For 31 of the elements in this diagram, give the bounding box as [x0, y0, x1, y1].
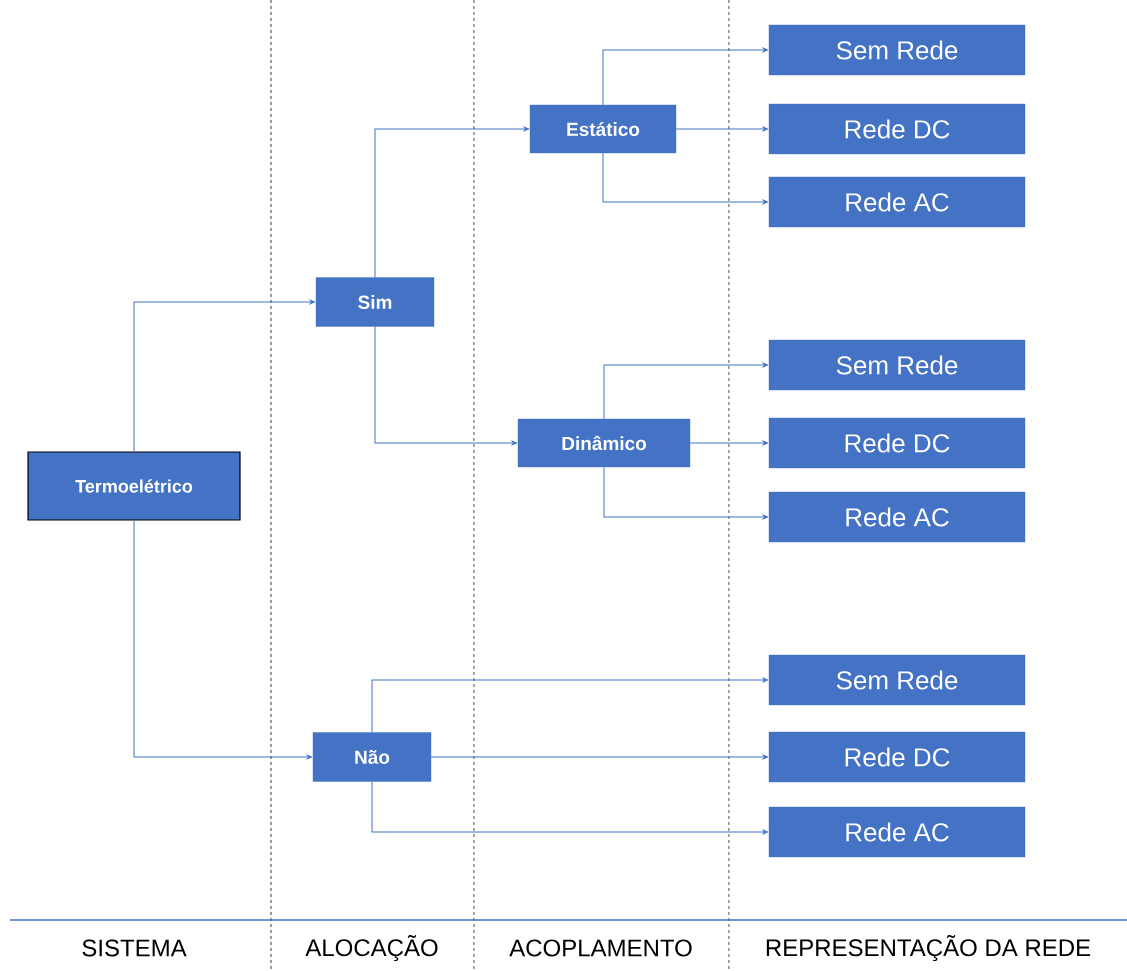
arrow	[374, 326, 518, 446]
arrow	[602, 47, 769, 106]
arrow	[133, 520, 313, 760]
arrow	[689, 440, 769, 446]
arrow	[371, 677, 769, 733]
column-label: SISTEMA	[82, 939, 187, 957]
process-box: Rede AC	[768, 806, 1026, 858]
arrow	[430, 754, 769, 760]
process-box: Rede AC	[768, 491, 1026, 543]
arrow	[371, 781, 769, 835]
process-box: Sem Rede	[768, 339, 1026, 391]
process-box: Não	[312, 732, 432, 782]
arrow	[603, 362, 769, 420]
process-box: Sem Rede	[768, 654, 1026, 706]
process-box: Sim	[315, 277, 435, 327]
process-box: Rede DC	[768, 103, 1026, 155]
arrow	[133, 299, 316, 452]
process-box: Dinâmico	[517, 418, 691, 468]
arrow	[374, 126, 530, 278]
arrow	[675, 126, 769, 132]
process-box: Rede DC	[768, 417, 1026, 469]
process-box: Sem Rede	[768, 24, 1026, 76]
process-box: Estático	[529, 104, 677, 154]
process-box: Termoelétrico	[27, 451, 241, 521]
arrow	[602, 152, 769, 205]
column-label: ALOCAÇÃO	[305, 934, 438, 962]
column-label: ACOPLAMENTO	[509, 939, 692, 957]
process-box: Rede DC	[768, 731, 1026, 783]
process-box: Rede AC	[768, 176, 1026, 228]
column-label: REPRESENTAÇÃO DA REDE	[766, 934, 1091, 962]
arrow	[603, 466, 769, 520]
